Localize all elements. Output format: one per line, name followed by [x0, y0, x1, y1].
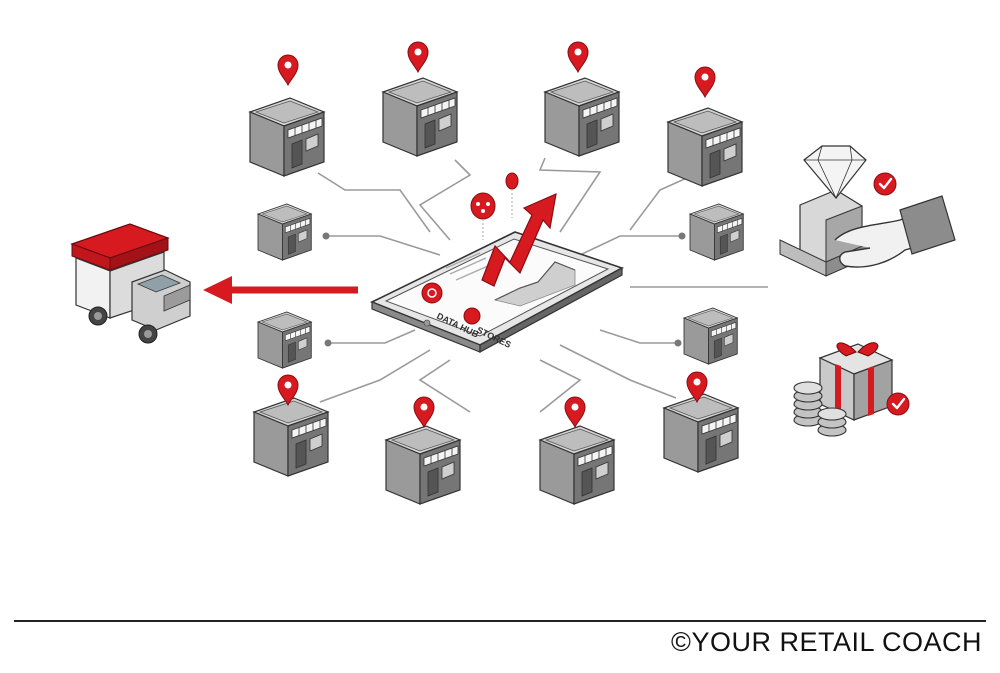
check-badge-icon [885, 391, 911, 417]
delivery-truck-icon [70, 223, 191, 344]
store-icon [683, 307, 738, 365]
footer-divider [14, 620, 986, 622]
store-icon [257, 311, 312, 369]
store-icon [257, 203, 312, 261]
copyright-symbol: © [671, 627, 692, 657]
store-icon [544, 77, 620, 157]
map-pin-icon [563, 392, 587, 428]
gift-box-icon [818, 342, 894, 421]
delivery-arrow-icon [203, 276, 358, 304]
copyright-credit: ©YOUR RETAIL COACH [671, 627, 982, 658]
store-icon [539, 425, 615, 505]
tablet-icon [370, 231, 624, 354]
brand-name: YOUR RETAIL COACH [691, 627, 982, 657]
store-icon [667, 107, 743, 187]
map-pin-icon [276, 50, 300, 86]
growth-arrow-icon [481, 193, 557, 287]
store-icon [253, 397, 329, 477]
connector-nodes [322, 232, 686, 347]
handshake-icon [834, 195, 956, 268]
map-pin-icon [406, 37, 430, 73]
store-icon [663, 393, 739, 473]
check-badge-icon [872, 171, 898, 197]
map-pin-icon [412, 392, 436, 428]
map-pin-icon [566, 37, 590, 73]
connector-lines [317, 157, 768, 413]
coin-stack-icon [793, 381, 847, 437]
store-icon [249, 97, 325, 177]
map-pin-icon [693, 62, 717, 98]
store-icon [689, 203, 744, 261]
store-icon [382, 77, 458, 157]
store-icon [385, 425, 461, 505]
data-node-icon [470, 172, 519, 240]
